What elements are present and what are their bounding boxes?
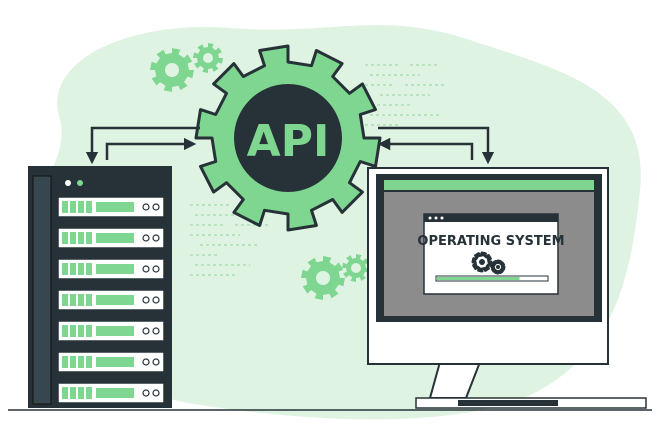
drive-slot <box>70 387 76 399</box>
server-unit <box>57 227 165 249</box>
drive-slot <box>62 232 68 244</box>
drive-slot <box>62 201 68 213</box>
led <box>152 327 160 335</box>
led <box>142 203 150 211</box>
led <box>142 389 150 397</box>
led <box>142 296 150 304</box>
led <box>142 327 150 335</box>
gear-center <box>234 84 342 192</box>
led <box>152 234 160 242</box>
drive-slot <box>78 294 84 306</box>
progress-fill <box>437 277 520 280</box>
led <box>152 203 160 211</box>
monitor-chin <box>376 324 602 362</box>
loading-gears-icon <box>471 251 493 273</box>
drive-slot <box>86 201 92 213</box>
gear-icon <box>342 254 370 282</box>
arrow-icon <box>105 137 197 160</box>
arrow-icon <box>85 126 200 165</box>
monitor-screen-bar <box>384 180 594 190</box>
api-label: API <box>247 116 330 167</box>
status-light <box>77 180 83 186</box>
drive-slot <box>70 294 76 306</box>
status-light <box>65 180 71 186</box>
drive-bar <box>96 233 134 243</box>
drive-bar <box>96 357 134 367</box>
server-unit <box>57 258 165 280</box>
drive-slot <box>62 263 68 275</box>
drive-slot <box>70 263 76 275</box>
drive-bar <box>96 326 134 336</box>
drive-slot <box>78 356 84 368</box>
drive-slot <box>70 232 76 244</box>
drive-slot <box>78 263 84 275</box>
keyboard <box>458 400 558 406</box>
server-unit <box>57 289 165 311</box>
drive-slot <box>70 201 76 213</box>
drive-slot <box>62 325 68 337</box>
led <box>152 296 160 304</box>
drive-slot <box>78 325 84 337</box>
server-unit <box>57 382 165 404</box>
led <box>142 234 150 242</box>
loading-gears-icon <box>471 251 506 275</box>
loading-gears-icon <box>490 259 506 275</box>
drive-slot <box>70 356 76 368</box>
drive-bar <box>96 202 134 212</box>
led <box>142 265 150 273</box>
drive-bar <box>96 295 134 305</box>
drive-slot <box>86 294 92 306</box>
os-window: OPERATING SYSTEM <box>417 213 565 295</box>
server-units <box>57 196 165 404</box>
drive-slot <box>78 387 84 399</box>
drive-slot <box>86 263 92 275</box>
drive-slot <box>62 387 68 399</box>
drive-slot <box>62 356 68 368</box>
drive-slot <box>70 325 76 337</box>
drive-slot <box>86 232 92 244</box>
led <box>152 358 160 366</box>
server-rack <box>28 166 172 408</box>
arrows <box>85 126 495 165</box>
led <box>152 389 160 397</box>
led <box>142 358 150 366</box>
led <box>152 265 160 273</box>
os-title: OPERATING SYSTEM <box>417 234 564 249</box>
drive-bar <box>96 388 134 398</box>
drive-slot <box>78 232 84 244</box>
arrow-icon <box>377 137 474 160</box>
decorative-gears <box>150 43 370 300</box>
gear-icon <box>150 48 194 92</box>
arrow-icon <box>378 126 495 165</box>
drive-slot <box>86 356 92 368</box>
drive-slot <box>86 387 92 399</box>
drive-slot <box>86 325 92 337</box>
gear-icon <box>301 256 345 300</box>
drive-slot <box>62 294 68 306</box>
server-unit <box>57 196 165 218</box>
drive-bar <box>96 264 134 274</box>
drive-slot <box>78 201 84 213</box>
gear-icon <box>193 43 223 73</box>
server-unit <box>57 351 165 373</box>
server-unit <box>57 320 165 342</box>
